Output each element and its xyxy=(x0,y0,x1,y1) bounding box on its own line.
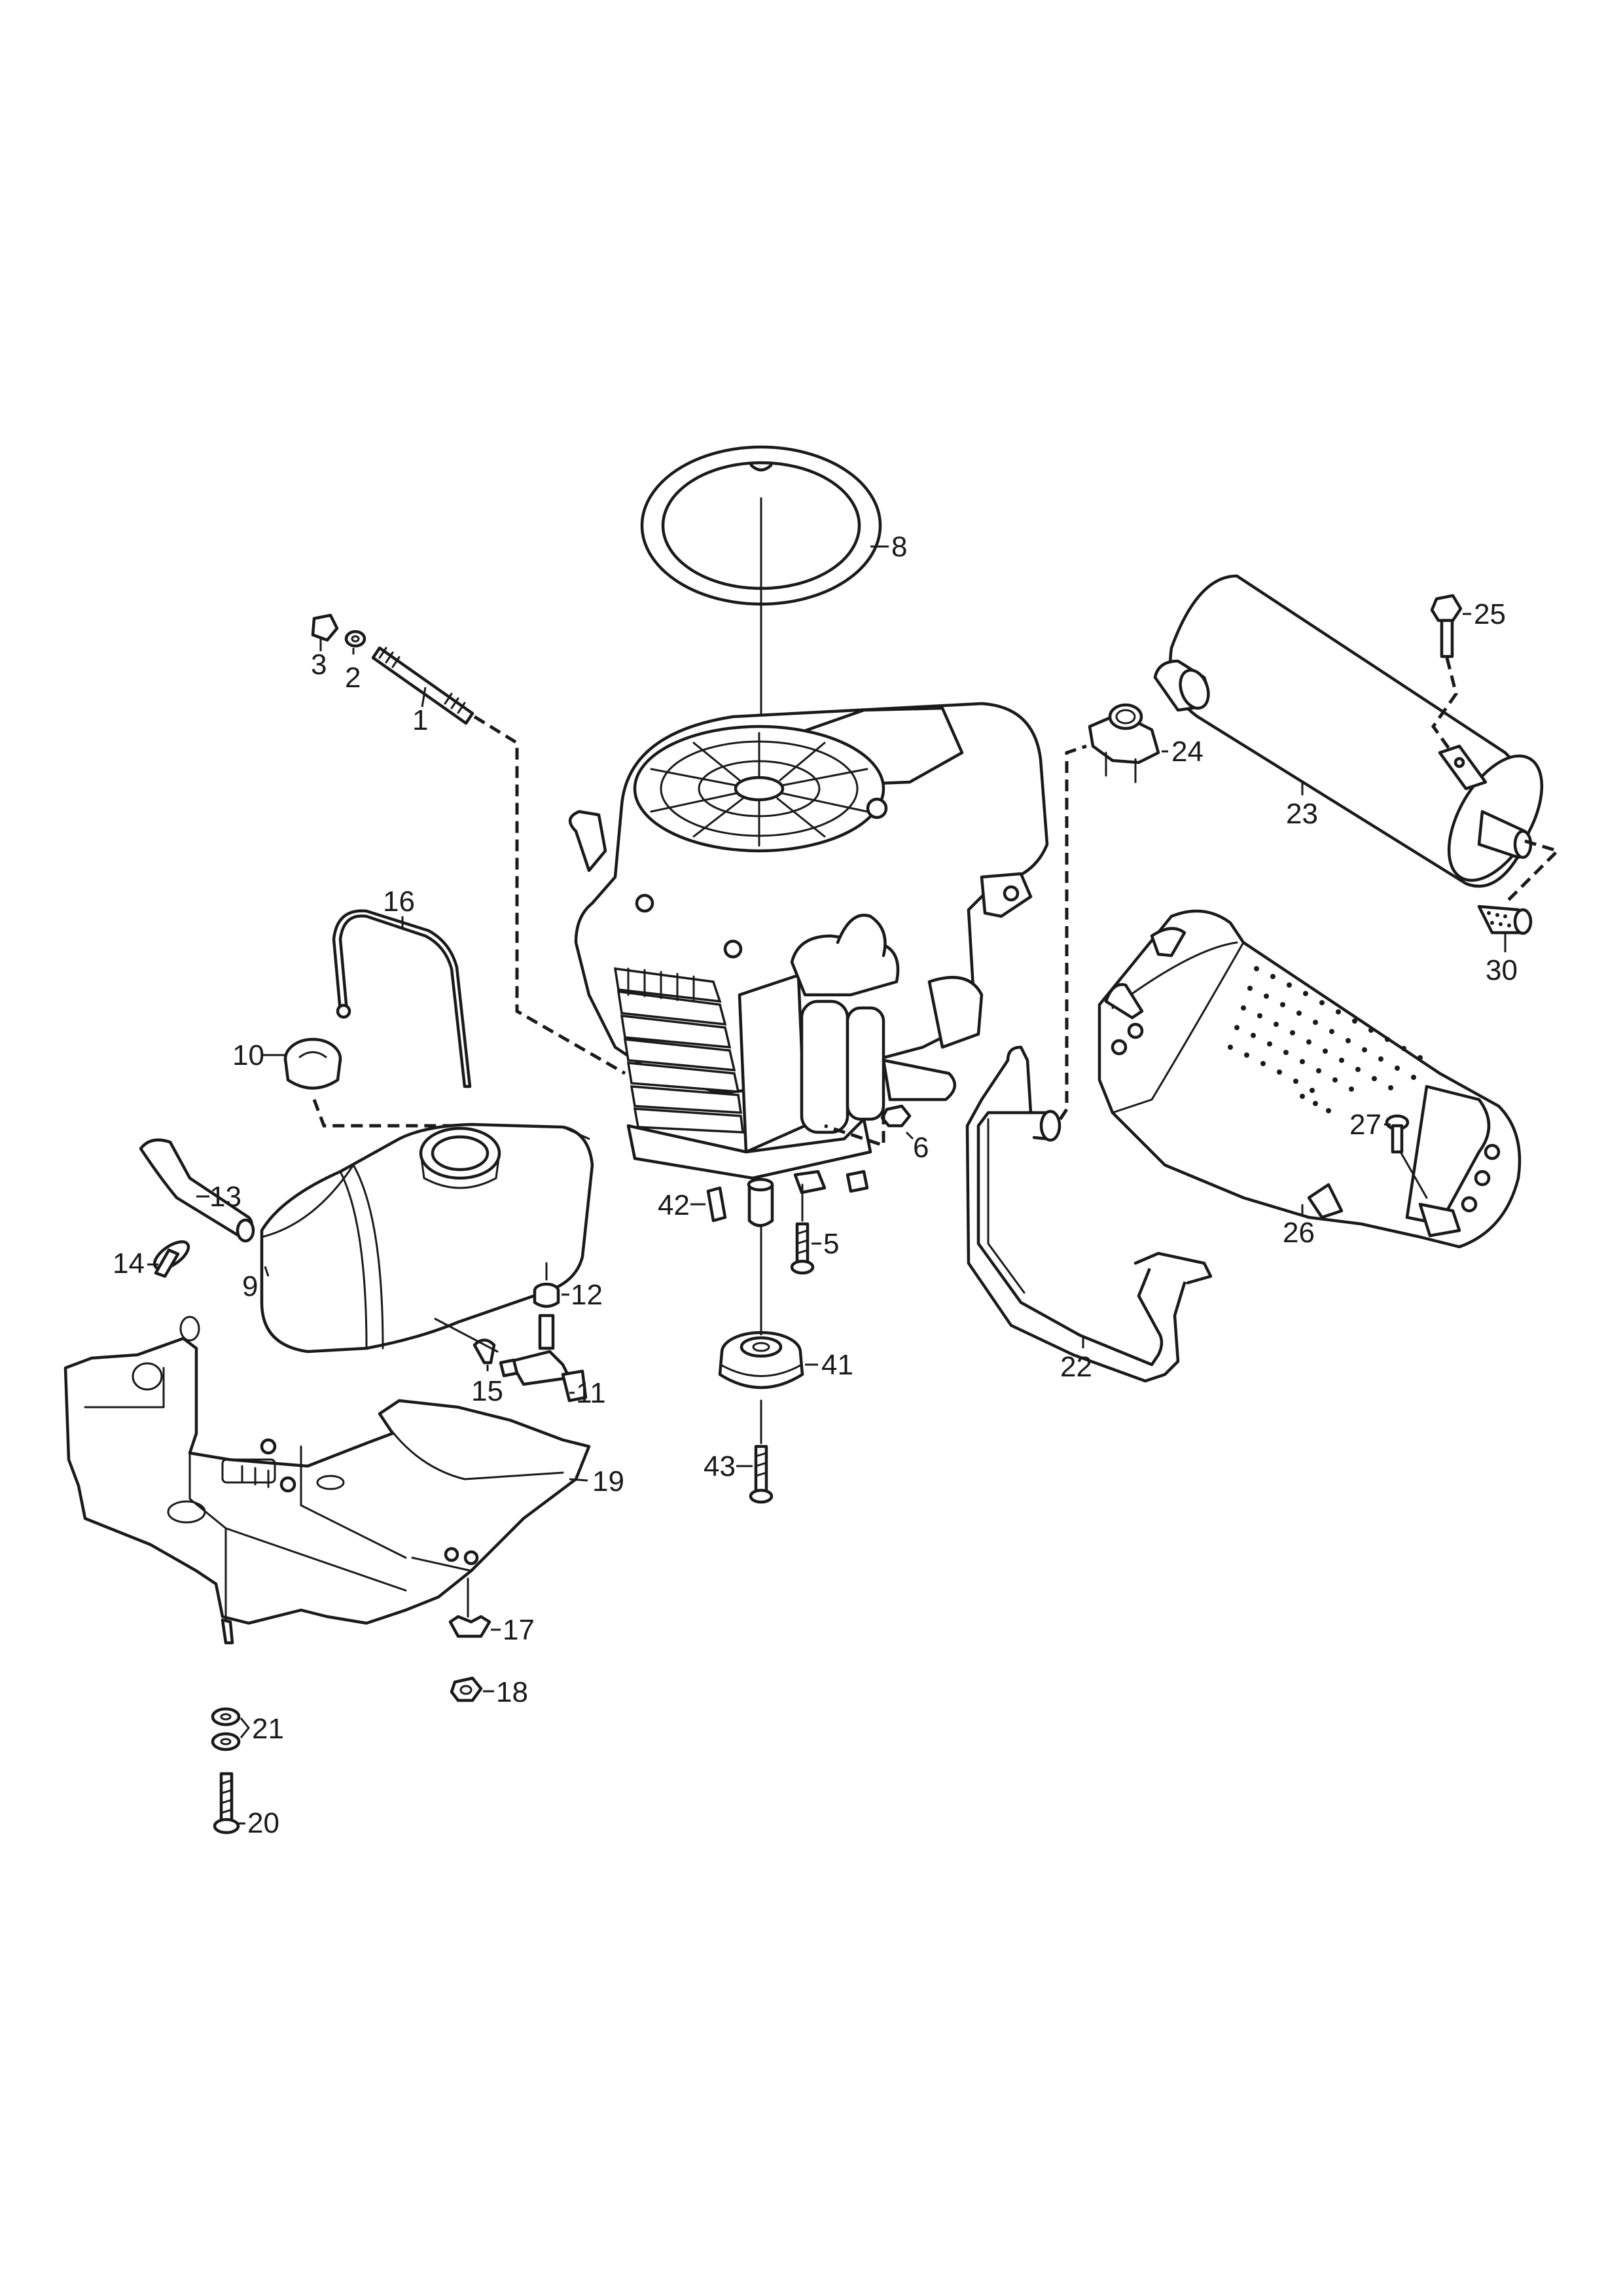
label-22: 22 xyxy=(1060,1351,1092,1383)
label-19: 19 xyxy=(592,1465,624,1498)
part-13-fuel-hose xyxy=(139,1138,255,1243)
part-22-exhaust-pipe xyxy=(965,1045,1213,1383)
label-17: 17 xyxy=(503,1614,535,1646)
part-12-grommet xyxy=(533,1282,560,1308)
part-16-hose xyxy=(332,909,472,1088)
label-18: 18 xyxy=(496,1676,528,1708)
label-10: 10 xyxy=(232,1039,264,1071)
label-14: 14 xyxy=(113,1247,145,1280)
part-41-pulley xyxy=(718,1331,804,1390)
part-11-fuel-valve xyxy=(499,1314,588,1403)
part-18-nut xyxy=(450,1676,483,1702)
part-25-bolt xyxy=(1430,594,1463,658)
label-6: 6 xyxy=(913,1132,929,1164)
label-16: 16 xyxy=(383,886,415,918)
part-42-key xyxy=(706,1186,727,1223)
part-labels: 8 3 2 1 16 10 13 14 9 12 11 15 19 17 18 … xyxy=(113,531,1518,1839)
label-27: 27 xyxy=(1349,1109,1382,1141)
part-9-fuel-tank xyxy=(260,1122,594,1354)
part-43-bolt xyxy=(749,1444,774,1504)
label-8: 8 xyxy=(891,531,907,563)
part-17-wing-nut xyxy=(448,1577,491,1638)
label-21: 21 xyxy=(252,1713,284,1745)
label-9: 9 xyxy=(242,1270,258,1302)
part-15-clip xyxy=(473,1338,496,1365)
label-2: 2 xyxy=(345,662,361,694)
part-27-screw xyxy=(1385,1114,1410,1154)
part-14-clamp xyxy=(152,1240,190,1278)
label-26: 26 xyxy=(1283,1217,1315,1249)
label-25: 25 xyxy=(1474,598,1506,630)
label-20: 20 xyxy=(247,1807,279,1839)
part-24-clamp xyxy=(1088,703,1160,783)
label-11: 11 xyxy=(576,1377,606,1409)
part-10-fuel-cap xyxy=(283,1037,342,1090)
part-6-nut xyxy=(880,1104,912,1128)
assembly-line-muffler xyxy=(1504,839,1561,905)
assembly-line-bolt25 xyxy=(1431,657,1458,751)
part-8-gasket-ring xyxy=(640,445,889,779)
part-3-nut xyxy=(311,613,339,651)
part-19-mounting-bracket xyxy=(63,1316,591,1645)
label-24: 24 xyxy=(1171,736,1204,768)
part-21-washers xyxy=(211,1707,241,1751)
part-23-muffler xyxy=(1153,574,1544,888)
label-15: 15 xyxy=(471,1375,503,1407)
engine-body xyxy=(569,702,1049,1227)
part-1-stud xyxy=(371,646,474,725)
label-12: 12 xyxy=(571,1279,603,1311)
label-41: 41 xyxy=(821,1349,853,1381)
label-42: 42 xyxy=(658,1189,690,1221)
label-43: 43 xyxy=(704,1450,736,1482)
assembly-line-stud xyxy=(473,715,626,1075)
part-2-washer xyxy=(344,630,366,648)
part-5-bolt xyxy=(790,1222,815,1275)
part-30-spark-arrestor xyxy=(1477,905,1533,935)
label-23: 23 xyxy=(1286,798,1318,830)
assembly-line-nut xyxy=(824,1113,885,1148)
label-13: 13 xyxy=(209,1181,241,1213)
label-3: 3 xyxy=(311,649,327,681)
part-20-bolt xyxy=(213,1772,240,1835)
label-30: 30 xyxy=(1486,954,1518,986)
assembly-line-pipe xyxy=(1058,744,1087,1121)
label-5: 5 xyxy=(823,1228,839,1260)
part-26-heat-shield xyxy=(1097,909,1522,1249)
perforations xyxy=(1228,966,1423,1113)
cooling-fins xyxy=(613,967,744,1134)
label-1: 1 xyxy=(412,704,428,736)
